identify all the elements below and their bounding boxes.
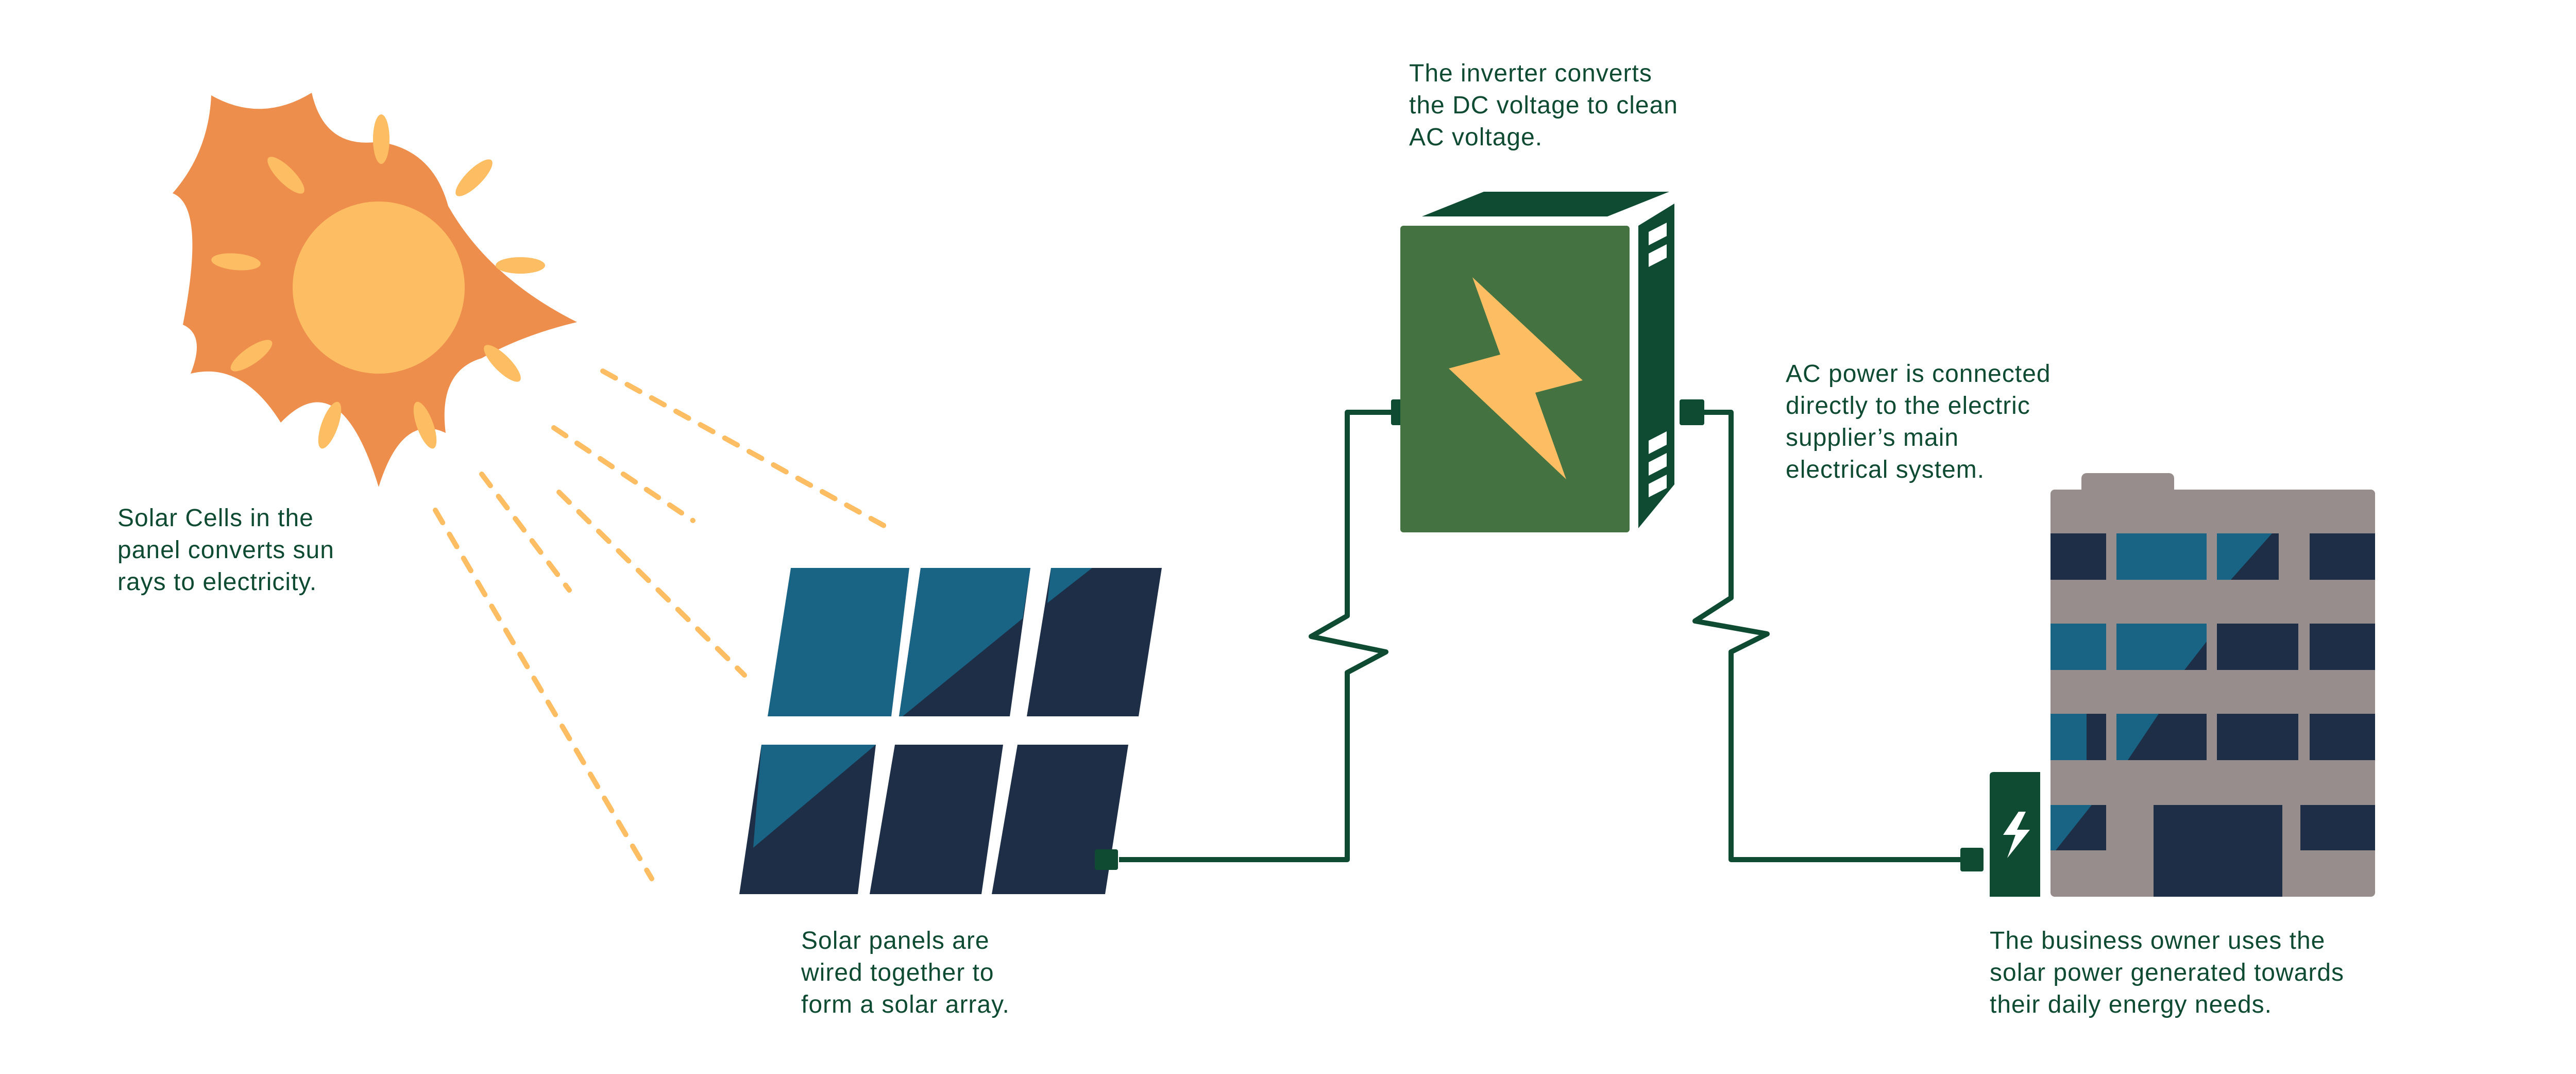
panel-cell [870, 745, 1003, 894]
wires [1119, 410, 1965, 862]
inverter-caption-line: AC voltage. [1409, 124, 1543, 151]
ac-caption-line: supplier’s main [1786, 424, 1959, 451]
ac-caption-line: electrical system. [1786, 456, 1985, 483]
inverter-side [1638, 204, 1674, 528]
sun-flares [211, 114, 545, 449]
sun-caption: Solar Cells in the panel converts sun ra… [117, 502, 334, 598]
office-building-icon [2050, 473, 2375, 897]
panel-connector [1095, 849, 1118, 870]
sun-beams [433, 368, 891, 881]
business-caption: The business owner uses the solar power … [1990, 925, 2344, 1021]
business-caption-line: their daily energy needs. [1990, 991, 2272, 1018]
inverter-icon [1400, 192, 1674, 532]
panels-caption-line: wired together to [801, 959, 994, 986]
sun-core [293, 202, 465, 374]
panels-caption-line: Solar panels are [801, 927, 990, 954]
charger-bolt-icon [2003, 812, 2030, 858]
building-body [2050, 490, 2375, 897]
inverter-output-connector [1680, 399, 1704, 425]
business-caption-line: solar power generated towards [1990, 959, 2345, 986]
ac-caption: AC power is connected directly to the el… [1786, 358, 2051, 486]
sun-caption-line: panel converts sun [117, 536, 334, 564]
lightning-bolt-icon [1449, 277, 1583, 479]
inverter-caption: The inverter converts the DC voltage to … [1409, 58, 1678, 154]
wire-inverter-to-charger [1692, 410, 1965, 862]
solar-panel-icon [739, 568, 1162, 894]
sun-caption-line: rays to electricity. [117, 568, 317, 596]
wire-panel-to-inverter [1119, 410, 1396, 862]
charger-icon [1990, 772, 2040, 897]
inverter-caption-line: the DC voltage to clean [1409, 92, 1678, 119]
ac-caption-line: AC power is connected [1786, 360, 2051, 388]
panel-cell [768, 568, 909, 716]
business-caption-line: The business owner uses the [1990, 927, 2326, 954]
panels-caption-line: form a solar array. [801, 991, 1010, 1018]
panel-cell [992, 745, 1128, 894]
sun-icon [173, 93, 577, 487]
inverter-vents [1649, 223, 1667, 497]
sun-caption-line: Solar Cells in the [117, 505, 314, 532]
charger-connector [1960, 848, 1984, 871]
inverter-caption-line: The inverter converts [1409, 60, 1652, 87]
panel-cell [1027, 568, 1162, 716]
panels-caption: Solar panels are wired together to form … [801, 925, 1010, 1021]
inverter-top [1422, 192, 1669, 216]
ac-caption-line: directly to the electric [1786, 392, 2030, 419]
